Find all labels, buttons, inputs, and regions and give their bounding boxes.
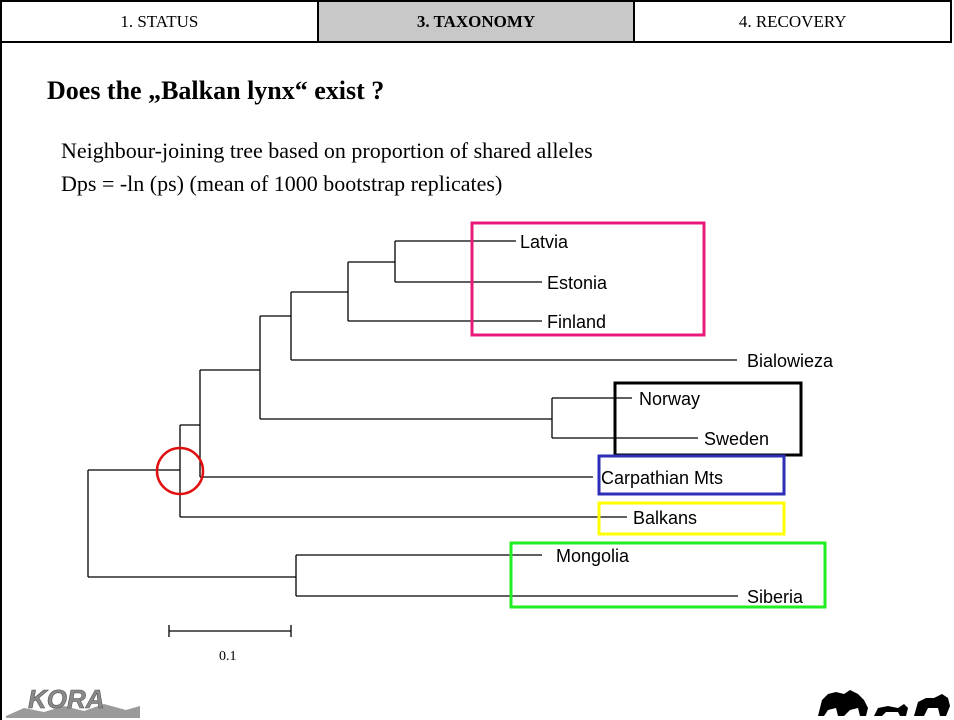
tab-bar: 1. STATUS 3. TAXONOMY 4. RECOVERY xyxy=(0,0,953,43)
svg-text:KORA: KORA xyxy=(28,684,105,714)
scale-bar-label: 0.1 xyxy=(219,649,237,664)
left-border-line xyxy=(0,41,2,720)
tree-branches xyxy=(87,240,738,597)
leaf-label-siberia: Siberia xyxy=(747,587,804,607)
kora-logo: KORA xyxy=(6,684,140,718)
leaf-label-balkans: Balkans xyxy=(633,508,697,528)
leaf-label-norway: Norway xyxy=(639,389,700,409)
tab-recovery[interactable]: 4. RECOVERY xyxy=(633,0,953,41)
leaf-label-latvia: Latvia xyxy=(520,232,569,252)
subtitle-line-1: Neighbour-joining tree based on proporti… xyxy=(61,138,593,163)
leaf-label-finland: Finland xyxy=(547,312,606,332)
animal-silhouettes-logo xyxy=(818,690,950,716)
tab-taxonomy[interactable]: 3. TAXONOMY xyxy=(316,0,634,41)
highlight-circle xyxy=(155,446,205,496)
balkans-group-box xyxy=(597,501,786,536)
leaf-label-carpathian: Carpathian Mts xyxy=(601,468,723,488)
leaf-label-bialowieza: Bialowieza xyxy=(747,351,834,371)
leaf-label-estonia: Estonia xyxy=(547,273,608,293)
scale-bar xyxy=(168,625,292,637)
tab-status[interactable]: 1. STATUS xyxy=(0,0,317,41)
carpathian-group-box xyxy=(597,454,786,496)
slide-title: Does the „Balkan lynx“ exist ? xyxy=(47,76,385,105)
baltic-group-box xyxy=(470,221,706,337)
leaf-label-sweden: Sweden xyxy=(704,429,769,449)
slide-subtitle: Neighbour-joining tree based on proporti… xyxy=(61,134,593,200)
subtitle-line-2: Dps = -ln (ps) (mean of 1000 bootstrap r… xyxy=(61,171,503,196)
leaf-label-mongolia: Mongolia xyxy=(556,546,630,566)
asia-group-box xyxy=(509,541,827,609)
